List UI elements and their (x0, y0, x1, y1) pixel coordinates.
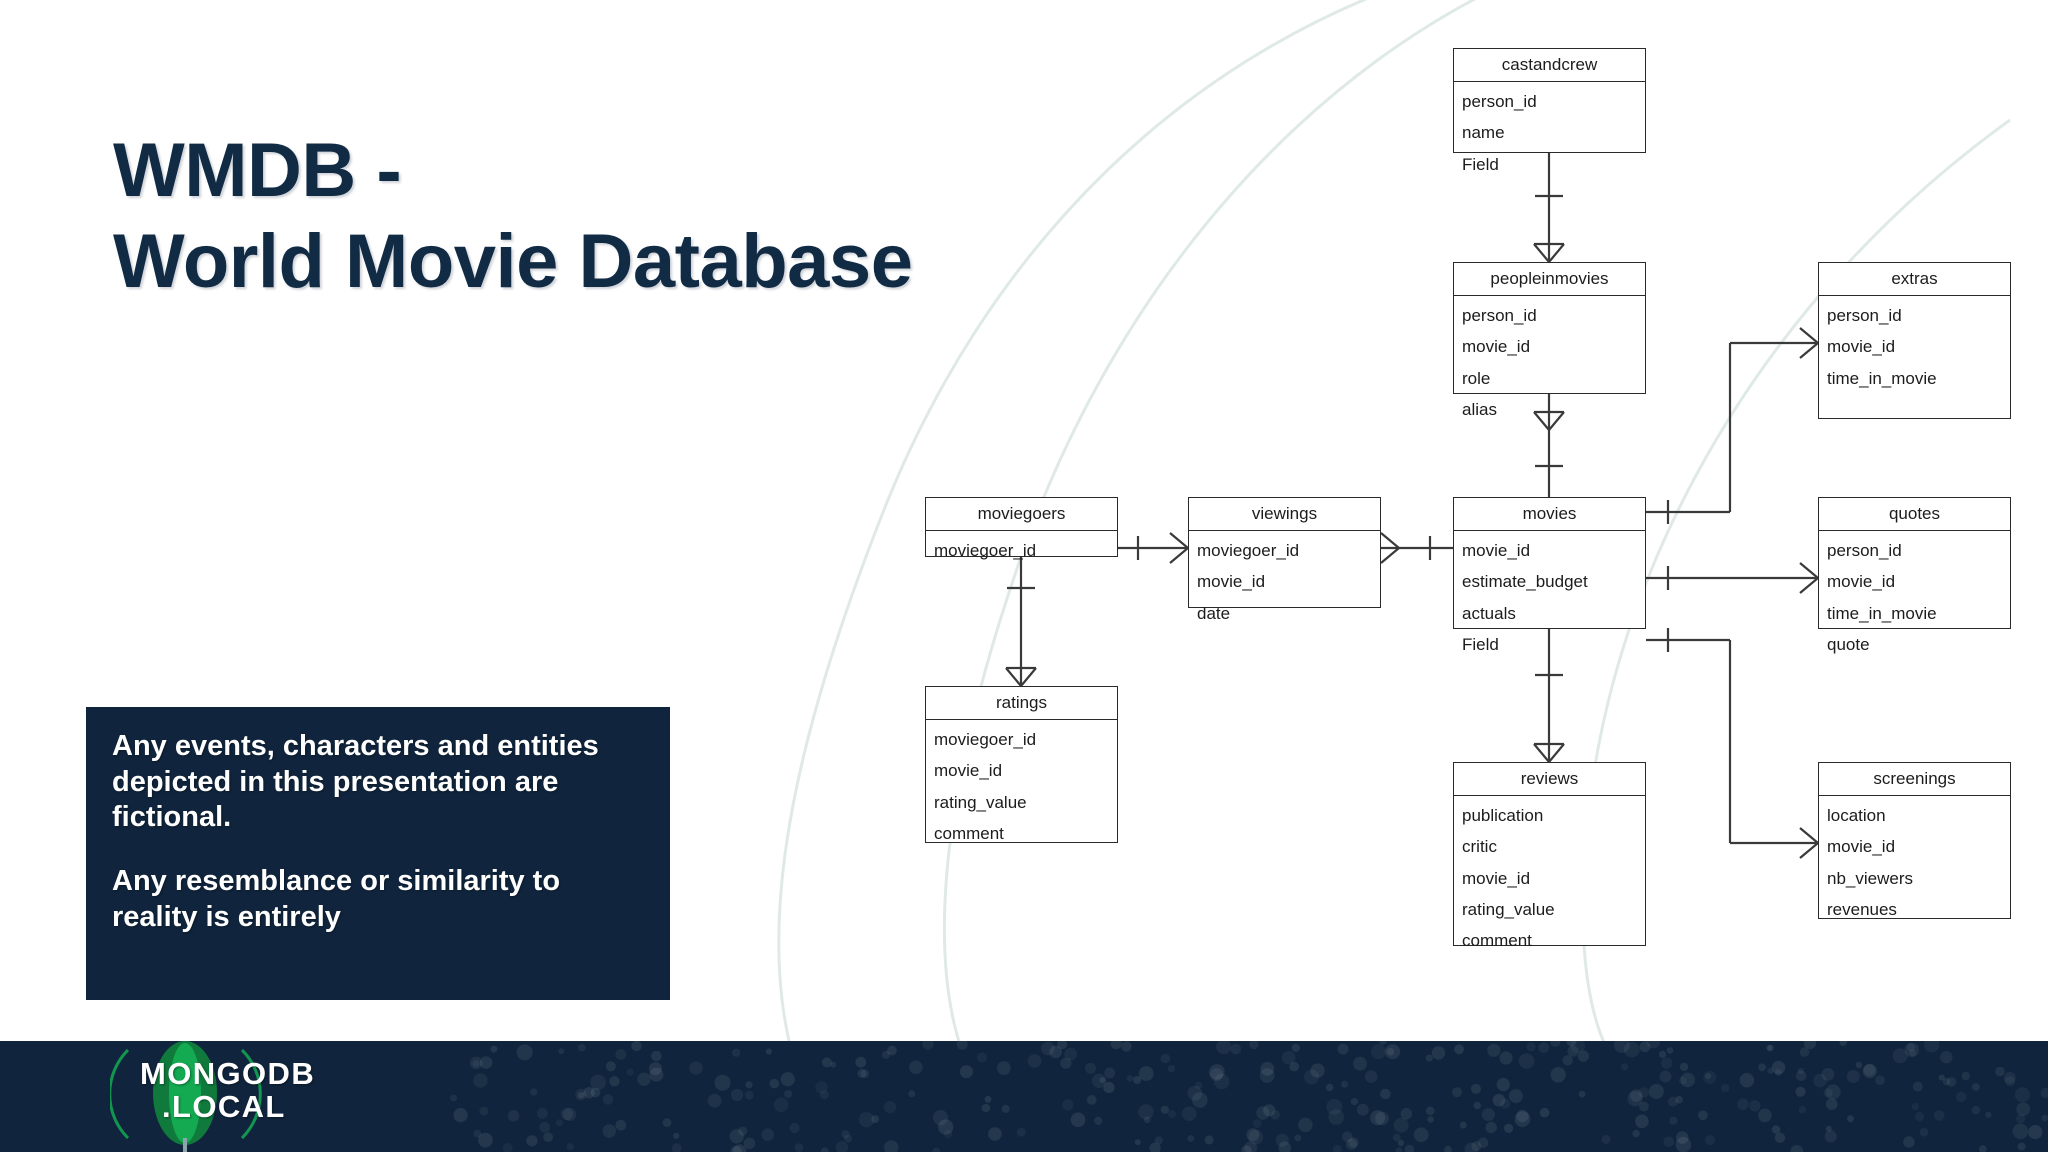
er-field: role (1462, 368, 1491, 388)
er-table-fields: location movie_id nb_viewers revenues (1819, 796, 2010, 931)
er-field: alias (1462, 399, 1497, 419)
mongodb-local-logo: MONGODB .LOCAL (108, 1038, 340, 1152)
er-field: comment (1462, 931, 1532, 950)
leaf-icon (108, 1041, 262, 1152)
er-field: person_id (1462, 92, 1537, 111)
er-field: location (1827, 806, 1886, 825)
er-field: movie_id (1462, 868, 1531, 888)
er-field: moviegoer_id (934, 730, 1037, 749)
disclaimer-line-1: Any events, characters and entities depi… (112, 730, 599, 834)
er-field: person_id (1827, 306, 1902, 325)
er-table-title: movies (1454, 498, 1645, 531)
er-field: moviegoer_id (934, 541, 1037, 560)
er-field: Field (1462, 634, 1499, 654)
er-table-title: extras (1819, 263, 2010, 296)
er-field: movie_id (934, 761, 1003, 781)
er-table-extras: extras person_id movie_id time_in_movie (1818, 262, 2011, 419)
slide-footer (0, 1041, 2048, 1152)
er-field: name (1462, 123, 1505, 143)
er-field: comment (934, 823, 1004, 843)
er-field: moviegoer_id (1197, 541, 1300, 560)
er-field: movie_id (1827, 337, 1896, 357)
er-connectors (1005, 153, 1820, 859)
er-table-title: reviews (1454, 763, 1645, 796)
er-field: revenues (1827, 899, 1897, 919)
er-field: movie_id (1197, 572, 1266, 592)
logo-line-1: MONGODB (140, 1056, 316, 1091)
er-field: movie_id (1462, 541, 1531, 560)
er-field: rating_value (934, 792, 1027, 812)
page-title: WMDB - World Movie Database (113, 128, 913, 305)
er-field: estimate_budget (1462, 572, 1588, 592)
er-table-title: peopleinmovies (1454, 263, 1645, 296)
er-field: Field (1462, 154, 1499, 174)
er-table-title: moviegoers (926, 498, 1117, 531)
er-field: date (1197, 603, 1231, 623)
er-table-title: castandcrew (1454, 49, 1645, 82)
footer-dot-pattern (450, 1041, 2048, 1152)
er-field: rating_value (1462, 899, 1555, 919)
logo-line-2: .LOCAL (162, 1088, 286, 1124)
er-field: actuals (1462, 603, 1516, 623)
er-table-fields: person_id movie_id time_in_movie (1819, 296, 2010, 400)
er-table-title: quotes (1819, 498, 2010, 531)
er-field: critic (1462, 837, 1497, 857)
er-field: movie_id (1827, 837, 1896, 857)
er-table-reviews: reviews publication critic movie_id rating_v… (1453, 762, 1646, 950)
er-table-moviegoers: moviegoers moviegoer_id (925, 497, 1118, 560)
er-field: time_in_movie (1827, 603, 1937, 623)
er-field: publication (1462, 806, 1544, 825)
er-field: nb_viewers (1827, 868, 1913, 888)
disclaimer-box: Any events, characters and entities depi… (86, 707, 670, 1000)
er-field: quote (1827, 634, 1870, 654)
er-table-title: viewings (1189, 498, 1380, 531)
er-field: person_id (1827, 541, 1902, 560)
er-table-title: ratings (926, 687, 1117, 720)
logo-wordmark: MONGODB .LOCAL (140, 1056, 316, 1124)
er-field: movie_id (1827, 572, 1896, 592)
er-table-title: screenings (1819, 763, 2010, 796)
er-field: person_id (1462, 306, 1537, 325)
er-field: movie_id (1462, 337, 1531, 357)
er-field: time_in_movie (1827, 368, 1937, 388)
er-table-fields: moviegoer_id (926, 531, 1117, 572)
disclaimer-line-2: Any resemblance or similarity to reality… (112, 864, 561, 933)
